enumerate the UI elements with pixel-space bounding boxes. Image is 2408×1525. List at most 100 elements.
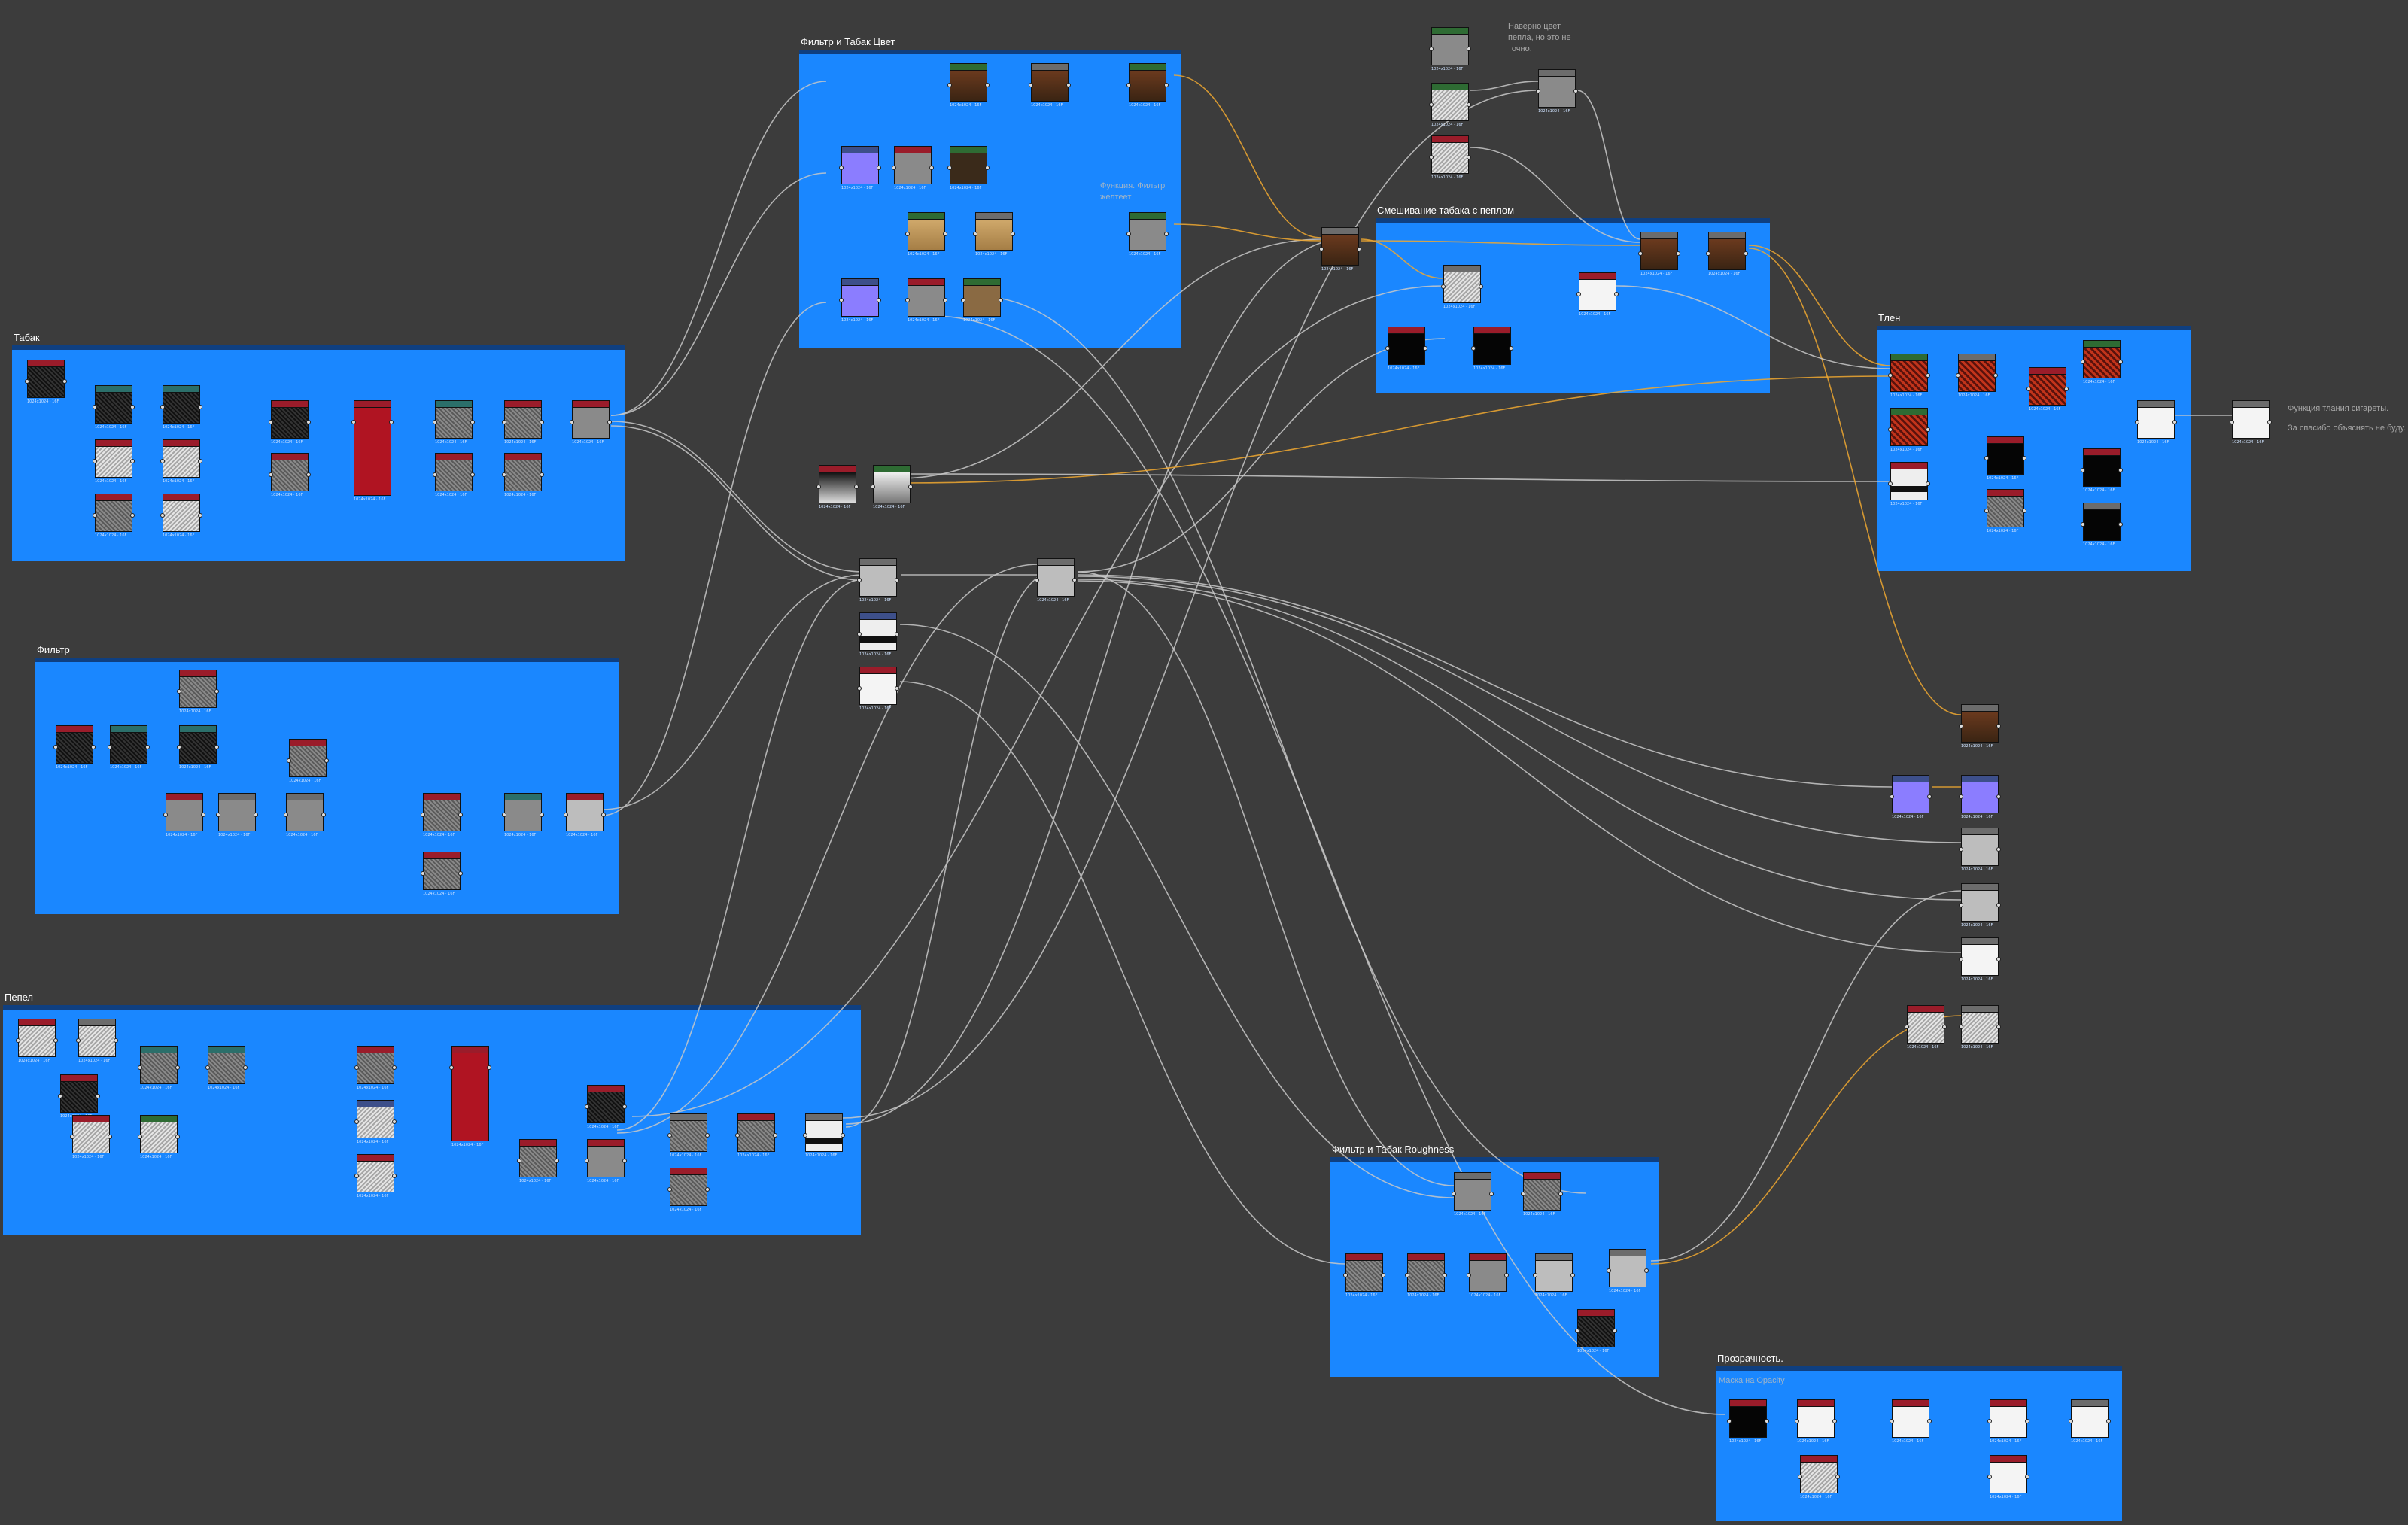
graph-node[interactable]: 1024x1024 · 16F: [839, 146, 881, 190]
graph-node[interactable]: 1024x1024 · 16F: [93, 439, 135, 484]
input-port[interactable]: [905, 298, 910, 302]
output-port[interactable]: [1942, 1025, 1947, 1029]
output-port[interactable]: [1765, 1419, 1769, 1423]
input-port[interactable]: [839, 298, 844, 302]
output-port[interactable]: [1066, 83, 1071, 87]
input-port[interactable]: [160, 405, 165, 409]
output-port[interactable]: [214, 689, 219, 694]
output-port[interactable]: [1072, 578, 1077, 582]
graph-node[interactable]: 1024x1024 · 16F: [667, 1168, 710, 1212]
graph-node[interactable]: 1024x1024 · 16F: [2135, 400, 2177, 445]
graph-node[interactable]: 1024x1024 · 16F: [857, 612, 899, 657]
output-port[interactable]: [2025, 1475, 2029, 1479]
graph-node[interactable]: 1024x1024 · 16F: [1956, 354, 1998, 398]
input-port[interactable]: [93, 459, 97, 463]
output-port[interactable]: [1489, 1192, 1494, 1196]
input-port[interactable]: [284, 813, 288, 817]
graph-node[interactable]: 1024x1024 · 16F: [1888, 408, 1930, 452]
graph-node[interactable]: 1024x1024 · 16F: [1984, 436, 2026, 481]
output-port[interactable]: [773, 1133, 777, 1138]
output-port[interactable]: [1573, 89, 1578, 93]
output-port[interactable]: [1164, 232, 1169, 236]
graph-node[interactable]: 1024x1024 · 16F: [1429, 135, 1471, 180]
input-port[interactable]: [816, 485, 821, 489]
graph-node[interactable]: 1024x1024 · 16F: [1126, 212, 1169, 257]
output-port[interactable]: [201, 813, 205, 817]
input-port[interactable]: [1984, 509, 1989, 513]
input-port[interactable]: [160, 459, 165, 463]
output-port[interactable]: [985, 83, 990, 87]
output-port[interactable]: [877, 298, 881, 302]
graph-node[interactable]: 1024x1024 · 16F: [735, 1113, 777, 1158]
output-port[interactable]: [2022, 509, 2026, 513]
input-port[interactable]: [1441, 284, 1446, 289]
output-port[interactable]: [1927, 794, 1932, 799]
input-port[interactable]: [947, 166, 952, 170]
output-port[interactable]: [1509, 346, 1513, 351]
input-port[interactable]: [1429, 102, 1434, 107]
input-port[interactable]: [1888, 373, 1893, 378]
input-port[interactable]: [351, 420, 356, 424]
graph-node[interactable]: 1024x1024 · 16F: [1890, 775, 1932, 819]
output-port[interactable]: [1996, 847, 2001, 852]
output-port[interactable]: [607, 420, 612, 424]
output-port[interactable]: [1558, 1192, 1563, 1196]
graph-node[interactable]: 1024x1024 · 16F: [1576, 272, 1619, 317]
graph-node[interactable]: 1024x1024 · 16F: [108, 725, 150, 770]
input-port[interactable]: [160, 513, 165, 518]
input-port[interactable]: [1959, 1025, 1963, 1029]
input-port[interactable]: [1959, 903, 1963, 907]
input-port[interactable]: [433, 420, 437, 424]
input-port[interactable]: [76, 1038, 81, 1043]
output-port[interactable]: [2022, 456, 2026, 460]
input-port[interactable]: [1959, 957, 1963, 961]
input-port[interactable]: [1452, 1192, 1456, 1196]
graph-node[interactable]: 1024x1024 · 16F: [502, 793, 544, 837]
frame-pepel[interactable]: Пепел: [3, 992, 861, 1235]
output-port[interactable]: [214, 745, 219, 749]
input-port[interactable]: [2026, 387, 2031, 391]
graph-node[interactable]: 1024x1024 · 16F: [421, 852, 463, 896]
graph-node[interactable]: 1024x1024 · 16F: [2081, 448, 2123, 493]
input-port[interactable]: [585, 1104, 589, 1109]
output-port[interactable]: [1467, 155, 1471, 159]
input-port[interactable]: [1521, 1192, 1525, 1196]
graph-node[interactable]: 1024x1024 · 16F: [947, 63, 990, 108]
output-port[interactable]: [1996, 903, 2001, 907]
graph-node[interactable]: 1024x1024 · 16F: [1452, 1172, 1494, 1217]
input-port[interactable]: [58, 1094, 62, 1098]
output-port[interactable]: [458, 813, 463, 817]
graph-node[interactable]: 1024x1024 · 16F: [177, 725, 219, 770]
input-port[interactable]: [570, 420, 574, 424]
output-port[interactable]: [306, 472, 311, 477]
output-port[interactable]: [908, 485, 913, 489]
output-port[interactable]: [2267, 420, 2272, 424]
output-port[interactable]: [877, 166, 881, 170]
output-port[interactable]: [841, 1133, 845, 1138]
output-port[interactable]: [2025, 1419, 2029, 1423]
input-port[interactable]: [1890, 1419, 1894, 1423]
graph-node[interactable]: 1024x1024 · 16F: [284, 793, 326, 837]
output-port[interactable]: [1926, 427, 1930, 432]
graph-node[interactable]: 1024x1024 · 16F: [1959, 828, 2001, 872]
input-port[interactable]: [177, 689, 181, 694]
graph-node[interactable]: 1024x1024 · 16F: [1126, 63, 1169, 108]
graph-node[interactable]: 1024x1024 · 16F: [1429, 83, 1471, 127]
graph-node[interactable]: 1024x1024 · 16F: [1727, 1399, 1769, 1444]
graph-node[interactable]: 1024x1024 · 16F: [1429, 27, 1471, 71]
graph-node[interactable]: 1024x1024 · 16F: [160, 439, 202, 484]
input-port[interactable]: [269, 420, 273, 424]
output-port[interactable]: [324, 758, 329, 763]
output-port[interactable]: [1479, 284, 1483, 289]
graph-node[interactable]: 1024x1024 · 16F: [269, 453, 311, 497]
graph-node[interactable]: 1024x1024 · 16F: [1888, 462, 1930, 506]
graph-node[interactable]: 1024x1024 · 16F: [1521, 1172, 1563, 1217]
graph-node[interactable]: 1024x1024 · 16F: [1467, 1253, 1509, 1298]
input-port[interactable]: [892, 166, 896, 170]
input-port[interactable]: [905, 232, 910, 236]
input-port[interactable]: [1035, 578, 1039, 582]
input-port[interactable]: [1576, 292, 1581, 296]
graph-node[interactable]: 1024x1024 · 16F: [2081, 503, 2123, 547]
input-port[interactable]: [1706, 251, 1710, 256]
